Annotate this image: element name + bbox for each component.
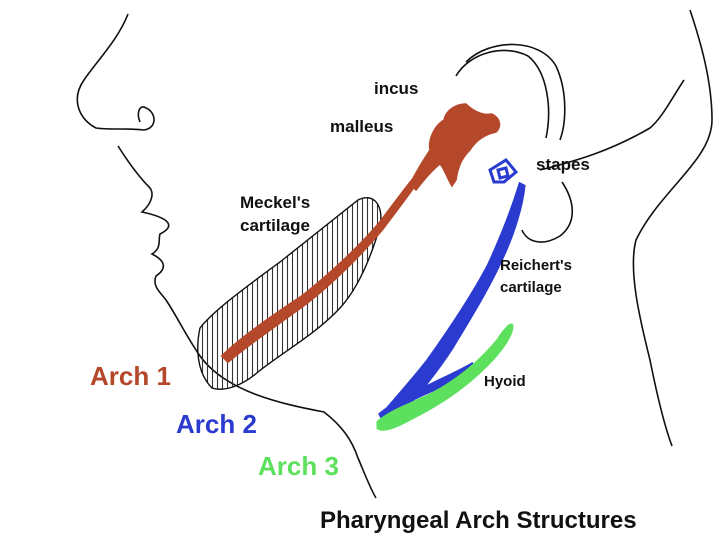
label-hyoid: Hyoid	[484, 373, 526, 390]
ear-inner-outline	[465, 43, 566, 141]
label-malleus: malleus	[330, 117, 394, 136]
diagram-title: Pharyngeal Arch Structures	[320, 507, 637, 534]
label-arch1: Arch 1	[90, 361, 171, 391]
jaw-neck-outline	[521, 79, 685, 243]
label-arch3: Arch 3	[258, 451, 339, 481]
arch2-lower-horn	[378, 362, 479, 421]
label-stapes: stapes	[536, 155, 590, 174]
label-meckels-line2: cartilage	[240, 216, 310, 235]
label-reicherts-line2: cartilage	[500, 279, 562, 296]
ear-outline	[455, 49, 550, 139]
arch1-malleus-incus	[409, 103, 501, 192]
label-arch2: Arch 2	[176, 409, 257, 439]
label-meckels-line1: Meckel's	[240, 193, 311, 212]
arch3-hyoid	[376, 323, 514, 431]
label-reicherts-line1: Reichert's	[500, 257, 572, 274]
neck-outline	[632, 9, 713, 447]
face-profile-outline	[76, 13, 377, 499]
label-incus: incus	[374, 79, 419, 98]
arch2-stapes	[488, 158, 519, 184]
